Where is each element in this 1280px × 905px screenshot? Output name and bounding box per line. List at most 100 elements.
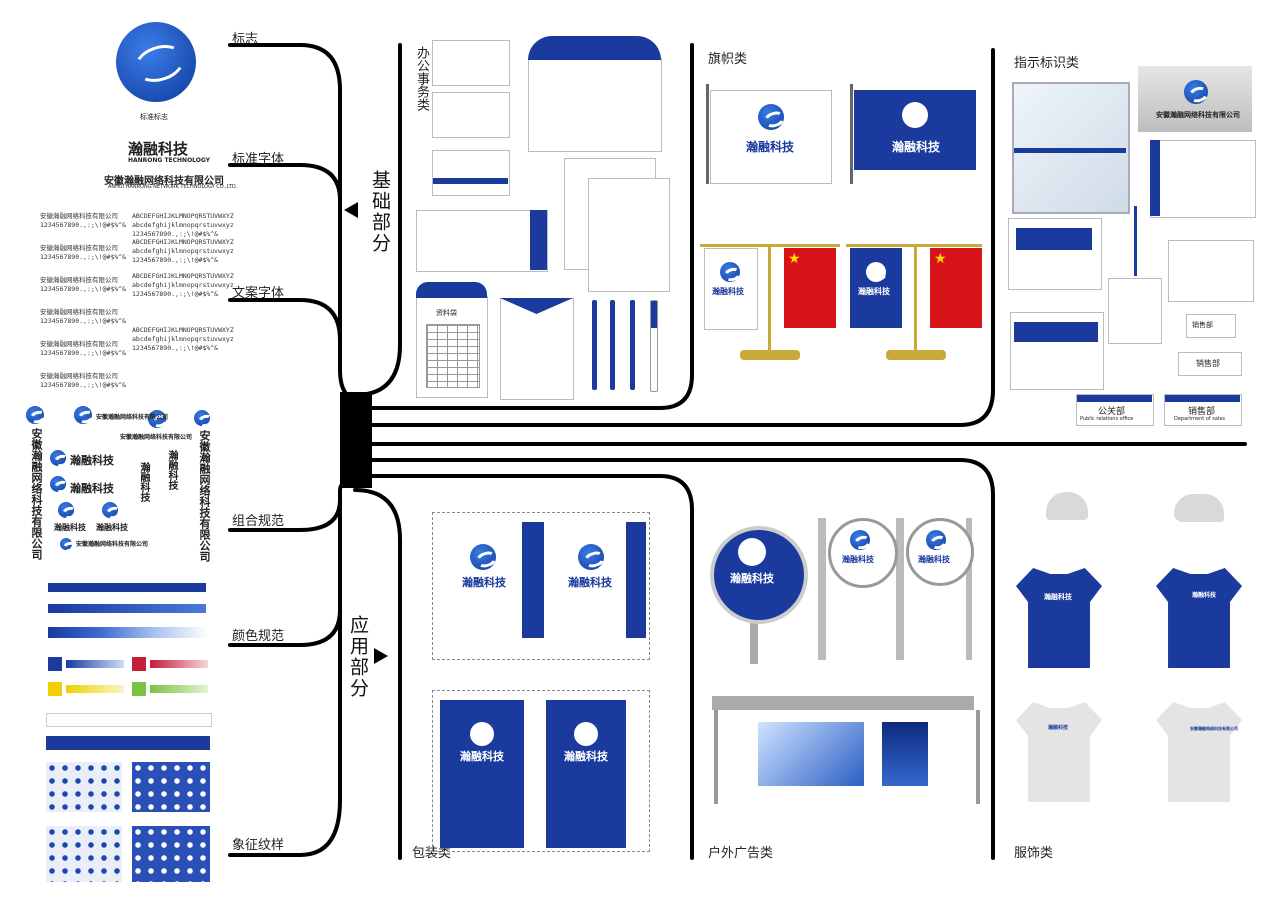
billboard-1 (758, 722, 864, 786)
combo-cn-short-3: 瀚融科技 (54, 523, 86, 532)
brand-en-short: HANRONG TECHNOLOGY (128, 157, 211, 164)
combo-cn-short-2: 瀚融科技 (70, 482, 114, 495)
branch-combo[interactable]: 组合规范 (232, 514, 285, 529)
reception-sign-band (1016, 228, 1092, 250)
badge-2 (1168, 240, 1254, 302)
table-tent-2 (1178, 352, 1242, 376)
panel-outdoor-title[interactable]: 户外广告类 (708, 846, 774, 861)
star-icon: ★ (788, 251, 801, 267)
desk-flag-stand-2 (914, 244, 917, 352)
door-sign-sales-en: Department of sales (1174, 416, 1225, 422)
flag-blue-text: 瀚融科技 (892, 140, 941, 154)
desk-flag-stand-1 (768, 244, 771, 352)
combo-vertical-short: 瀚融科技 (138, 462, 149, 502)
desk-flag-china-2 (930, 248, 982, 328)
tshirt-blue-1 (1016, 568, 1102, 668)
round-sign-pole (750, 600, 758, 664)
font-sample-6: 安徽瀚融网络科技有限公司 1234567890.,:;\!@#$%^& (40, 372, 127, 389)
box-1-side (522, 522, 544, 638)
tshirt-blue-2 (1156, 568, 1242, 668)
pattern-tile-4 (132, 826, 210, 882)
color-gradient-blue (48, 627, 208, 638)
panel-apparel-title[interactable]: 服饰类 (1014, 846, 1054, 861)
bus-shelter-frame (714, 710, 980, 804)
envelope-flap (528, 36, 661, 60)
branch-pattern[interactable]: 象征纹样 (232, 838, 285, 853)
desk-flag-china (784, 248, 836, 328)
box-dieline-1 (432, 512, 650, 660)
pattern-tile-1 (46, 762, 122, 812)
combo-cn-full-3: 安徽瀚融网络科技有限公司 (76, 541, 149, 548)
font-sample-5: 安徽瀚融网络科技有限公司 1234567890.,:;\!@#$%^& (40, 340, 127, 357)
color-gradient-yellow (66, 685, 124, 693)
pen-4 (650, 300, 658, 392)
box-dieline-2 (432, 690, 650, 852)
tshirt-blue-1-text: 瀚融科技 (1044, 593, 1072, 601)
plaque-text: 安徽瀚融网络科技有限公司 (1156, 111, 1240, 119)
billboard-2 (882, 722, 928, 786)
double-sign-logo-icon (850, 530, 870, 550)
box-2b-logo-icon (574, 722, 598, 746)
branch-std-font[interactable]: 标准字体 (232, 152, 285, 167)
table-tent-sales-2: 销售部 (1192, 321, 1213, 329)
combo-logo-icon (26, 406, 44, 424)
folder-table (426, 324, 480, 388)
color-bar-2 (48, 604, 206, 613)
flagpole-2 (850, 84, 853, 184)
combo-cn-short: 瀚融科技 (70, 454, 114, 467)
double-sign-post-2 (896, 518, 904, 660)
glass-door-band (1014, 148, 1126, 153)
polo-gray-2 (1156, 702, 1242, 802)
panel-flags-title[interactable]: 旗帜类 (708, 52, 748, 67)
panel-signage-title[interactable]: 指示标识类 (1014, 56, 1080, 71)
branch-color[interactable]: 颜色规范 (232, 629, 285, 644)
business-card-3-band (433, 178, 508, 184)
badge-1 (1108, 278, 1162, 344)
pen-2 (610, 300, 615, 390)
logo-caption: 标准标志 (140, 113, 168, 121)
color-swatch-green (132, 682, 146, 696)
cap-1 (1046, 492, 1088, 520)
latin-sample-3: ABCDEFGHIJKLMNOPQRSTUVWXYZ abcdefghijklm… (132, 272, 234, 298)
latin-sample-2: ABCDEFGHIJKLMNOPQRSTUVWXYZ abcdefghijklm… (132, 238, 234, 264)
brand-cn-short: 瀚融科技 (128, 140, 189, 158)
letterhead-2 (588, 178, 670, 292)
single-sign-post (966, 518, 972, 660)
combo-logo-icon (60, 538, 72, 550)
flag-white-text: 瀚融科技 (746, 140, 795, 154)
envelope-2 (416, 210, 548, 272)
door-sign-pr-band (1077, 395, 1152, 402)
desk-flag-text: 瀚融科技 (712, 287, 744, 296)
section-application[interactable]: 应用部分 (347, 615, 369, 699)
section-basic[interactable]: 基础部分 (369, 170, 391, 254)
combo-logo-icon (194, 410, 210, 426)
font-sample-1: 安徽瀚融网络科技有限公司 1234567890.,:;\!@#$%^& (40, 212, 127, 229)
panel-office-title[interactable]: 办公事务类 (414, 46, 429, 111)
combo-logo-icon (58, 502, 74, 518)
branch-logo[interactable]: 标志 (232, 32, 259, 47)
round-sign-text: 瀚融科技 (730, 572, 774, 585)
box-1-text: 瀚融科技 (462, 576, 506, 589)
color-swatch-blue (48, 657, 62, 671)
color-gradient-green (150, 685, 208, 693)
bus-shelter-roof (712, 696, 974, 710)
box-1-side-2 (626, 522, 646, 638)
panel-packaging-title[interactable]: 包装类 (412, 846, 452, 861)
combo-vertical-full-2: 安徽瀚融网络科技有限公司 (198, 430, 211, 562)
latin-sample-4: ABCDEFGHIJKLMNOPQRSTUVWXYZ abcdefghijklm… (132, 326, 234, 352)
color-bar-1 (48, 583, 206, 592)
box-2-logo-icon (470, 722, 494, 746)
cap-2 (1174, 494, 1224, 522)
round-sign-big (710, 526, 808, 624)
branch-copy-font[interactable]: 文案字体 (232, 286, 285, 301)
latin-sample-1: ABCDEFGHIJKLMNOPQRSTUVWXYZ abcdefghijklm… (132, 212, 234, 238)
single-sign-logo-icon (926, 530, 946, 550)
font-sample-3: 安徽瀚融网络科技有限公司 1234567890.,:;\!@#$%^& (40, 276, 127, 293)
lanyard (1134, 206, 1137, 276)
desk-flag-logo-icon (720, 262, 740, 282)
desk-flag-base-2 (886, 350, 946, 360)
door-sign-pr-cn: 公关部 (1098, 407, 1126, 417)
round-sign-logo-icon (738, 538, 766, 566)
pen-3 (630, 300, 635, 390)
